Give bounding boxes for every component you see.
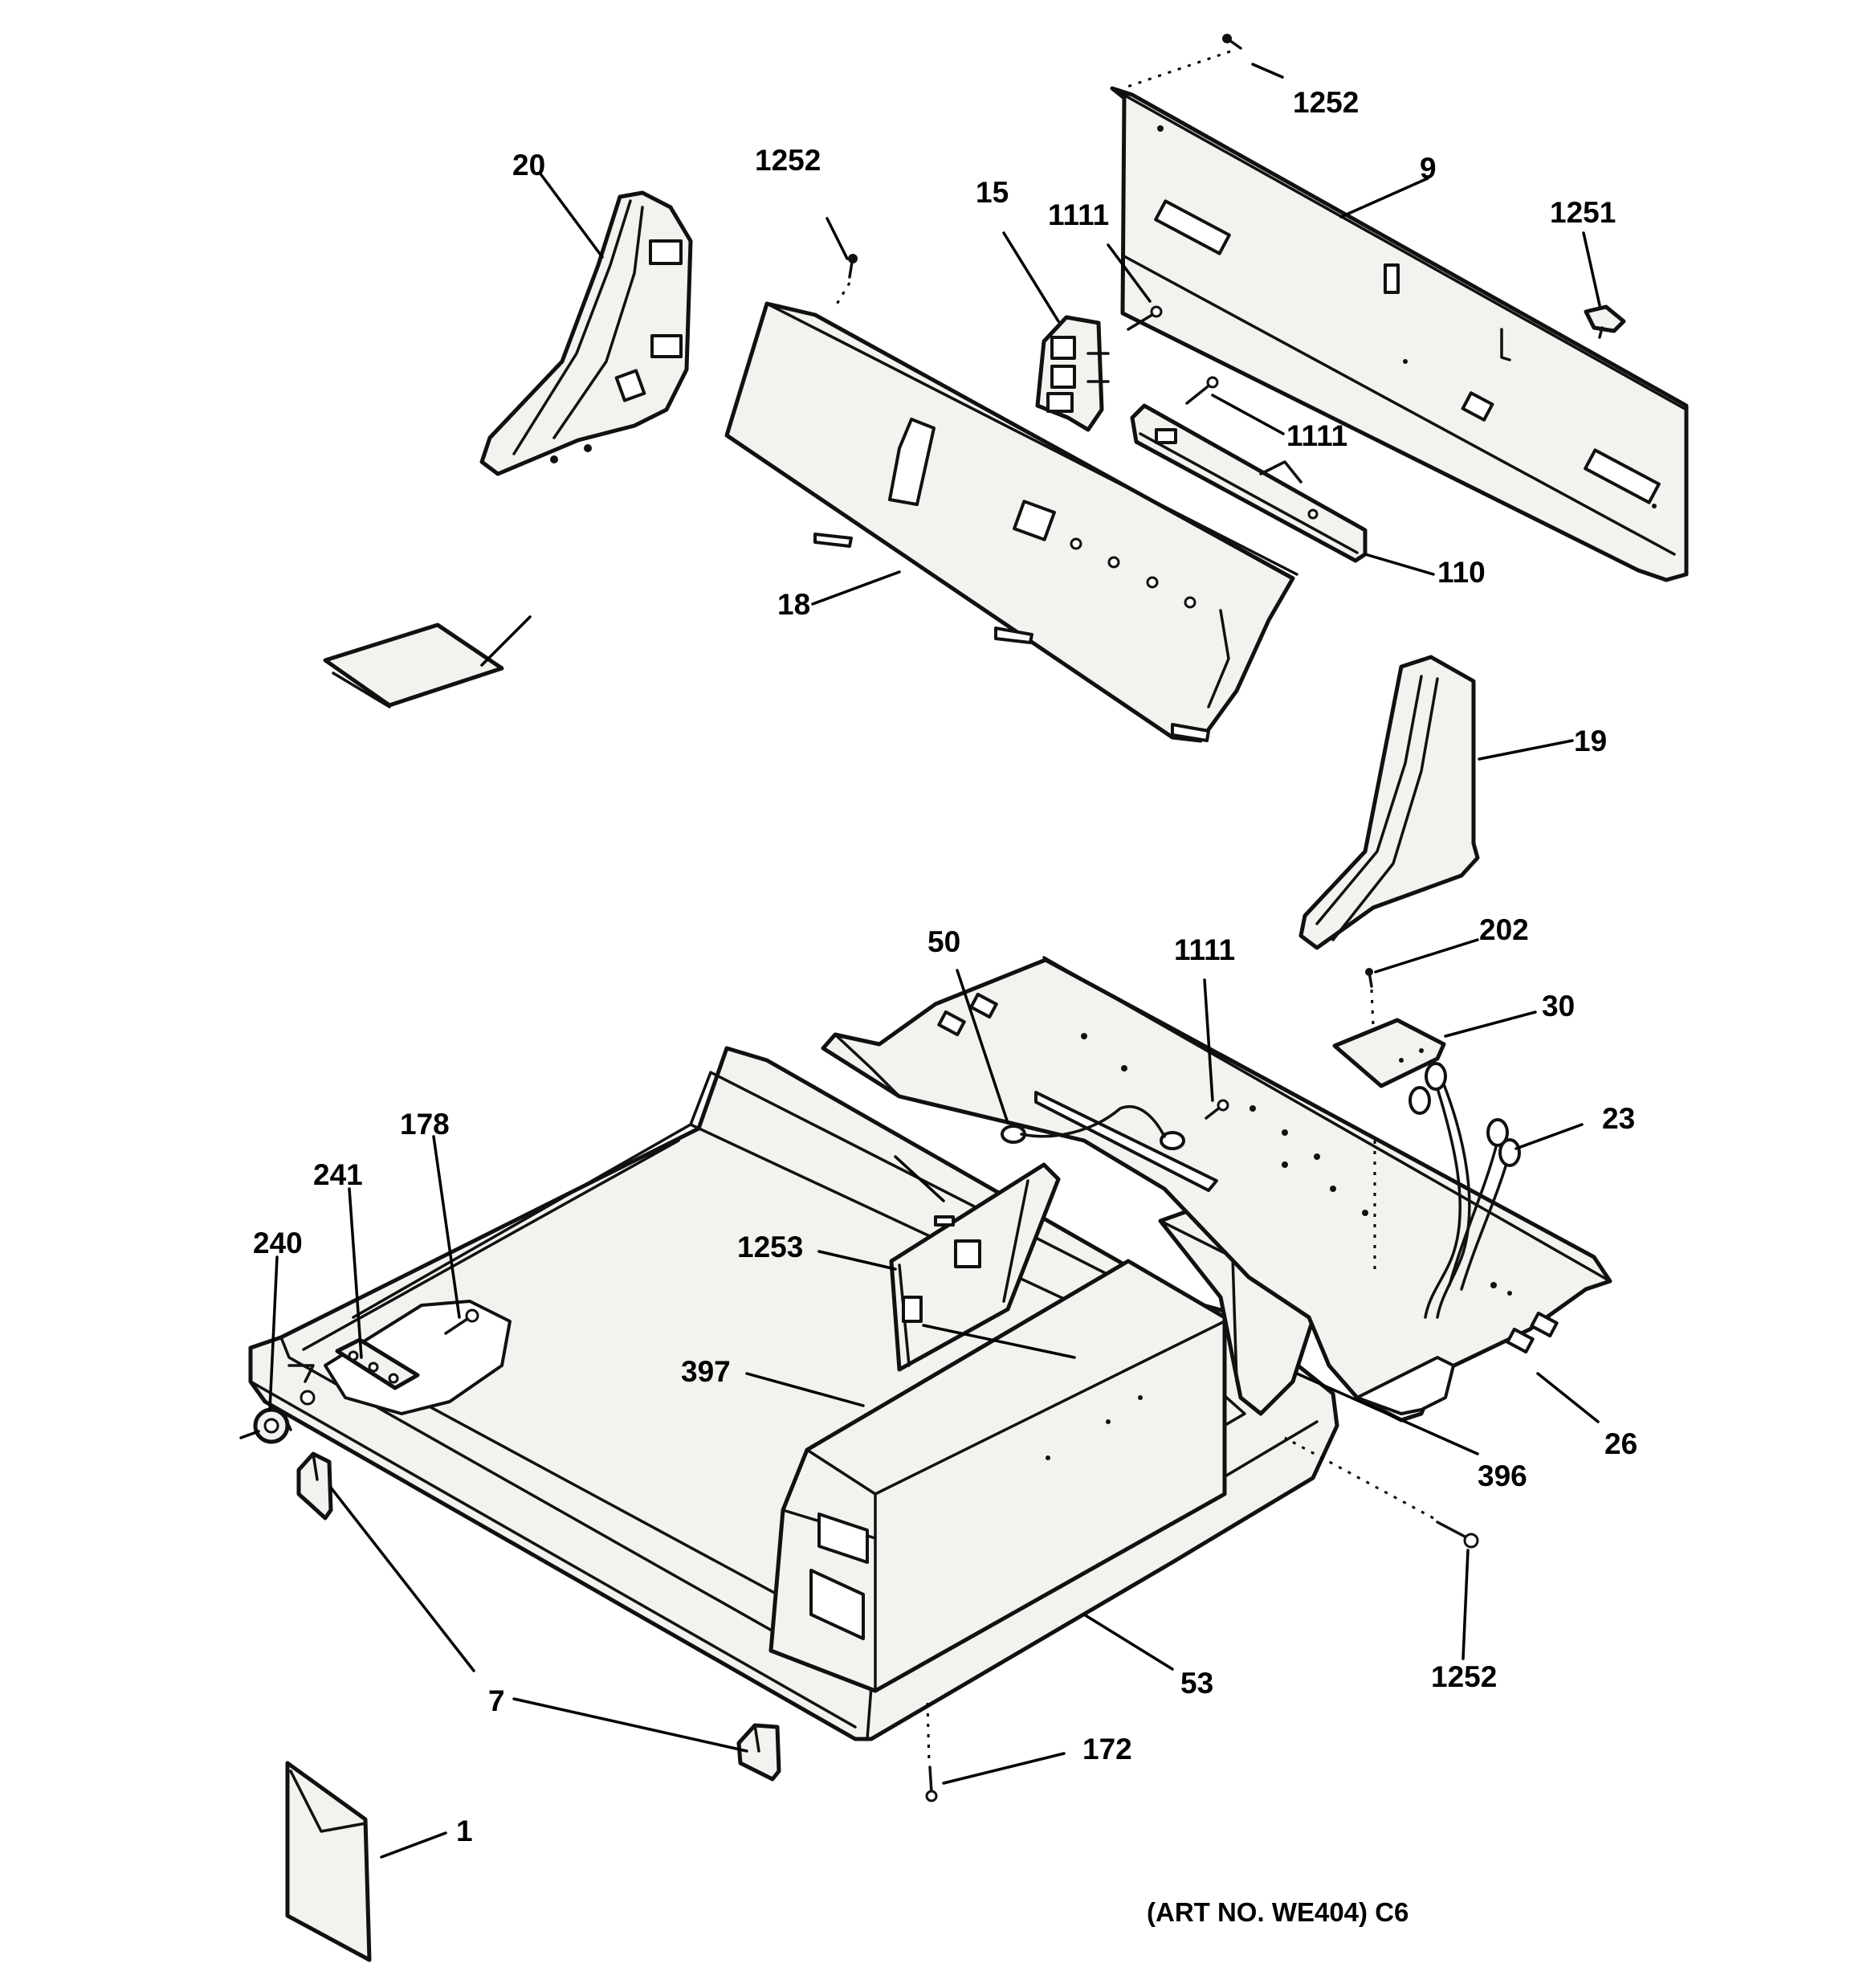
clip-1251-icon (1584, 304, 1626, 339)
part-15-switch (1035, 315, 1110, 432)
callout-7: 7 (488, 1684, 505, 1717)
part-1253-board (889, 1162, 1061, 1372)
callout-20: 20 (512, 149, 545, 182)
callout-240: 240 (253, 1227, 303, 1259)
screw-202-icon (1365, 968, 1376, 1269)
callout-1111-c: 1111 (1174, 933, 1235, 966)
callout-1111-a: 1111 (1048, 198, 1109, 231)
screw-1111-a-icon (1127, 305, 1163, 331)
callout-30: 30 (1542, 990, 1575, 1023)
part-1-literature (285, 1761, 372, 1962)
part-241-bumper (335, 1337, 420, 1390)
callout-19: 19 (1574, 725, 1607, 757)
callout-1: 1 (456, 1815, 473, 1847)
callout-23: 23 (1602, 1102, 1635, 1135)
callout-178: 178 (400, 1108, 450, 1141)
screw-172-icon (925, 1702, 938, 1802)
part-7-hinge-right (736, 1723, 781, 1782)
part-9-rear-panel (1110, 86, 1689, 582)
loose-panel (323, 615, 532, 708)
callout-1252-top: 1252 (1293, 86, 1359, 119)
screw-1111-c-icon (1205, 1099, 1229, 1120)
callout-1251: 1251 (1550, 196, 1616, 229)
callout-241: 241 (313, 1158, 363, 1191)
part-20-left-endcap (479, 190, 693, 476)
leader-lines (239, 63, 1601, 1859)
part-7-hinge-left (296, 1451, 333, 1521)
callout-110: 110 (1437, 556, 1486, 589)
callout-50: 50 (927, 925, 960, 958)
art-number-label: (ART NO. WE404) C6 (1147, 1897, 1408, 1927)
callout-1111-b: 1111 (1286, 419, 1347, 452)
callout-53: 53 (1180, 1667, 1213, 1700)
part-18-control-panel (724, 301, 1298, 743)
part-50-sensor (1001, 1105, 1185, 1150)
callout-26: 26 (1604, 1427, 1637, 1460)
callout-15: 15 (976, 176, 1009, 209)
part-26-rear-frame (821, 956, 1612, 1423)
callout-labels: 1252 9 1251 20 1252 15 1111 1111 110 18 … (253, 86, 1637, 1927)
screw-1111-b-icon (1185, 376, 1219, 405)
screw-1252-top-icon (1122, 34, 1242, 90)
screw-1252-bottom-icon (1284, 1436, 1479, 1549)
callout-1253: 1253 (737, 1231, 803, 1263)
callout-1252-bottom: 1252 (1431, 1660, 1497, 1693)
callout-1252-mid: 1252 (755, 144, 821, 177)
part-30-cover (1332, 1018, 1446, 1088)
callout-9: 9 (1420, 152, 1437, 185)
part-19-right-endcap (1298, 655, 1480, 950)
callout-397: 397 (681, 1355, 731, 1388)
callout-396: 396 (1478, 1459, 1527, 1492)
callout-202: 202 (1479, 913, 1529, 946)
callout-172: 172 (1082, 1733, 1132, 1766)
part-23-harness (1408, 1062, 1521, 1319)
callout-18: 18 (777, 588, 810, 621)
part-240-knob (253, 1407, 292, 1444)
screw-178-icon (444, 1308, 479, 1335)
part-397-dispenser (768, 1259, 1227, 1693)
screw-1252-mid-icon (834, 254, 858, 308)
